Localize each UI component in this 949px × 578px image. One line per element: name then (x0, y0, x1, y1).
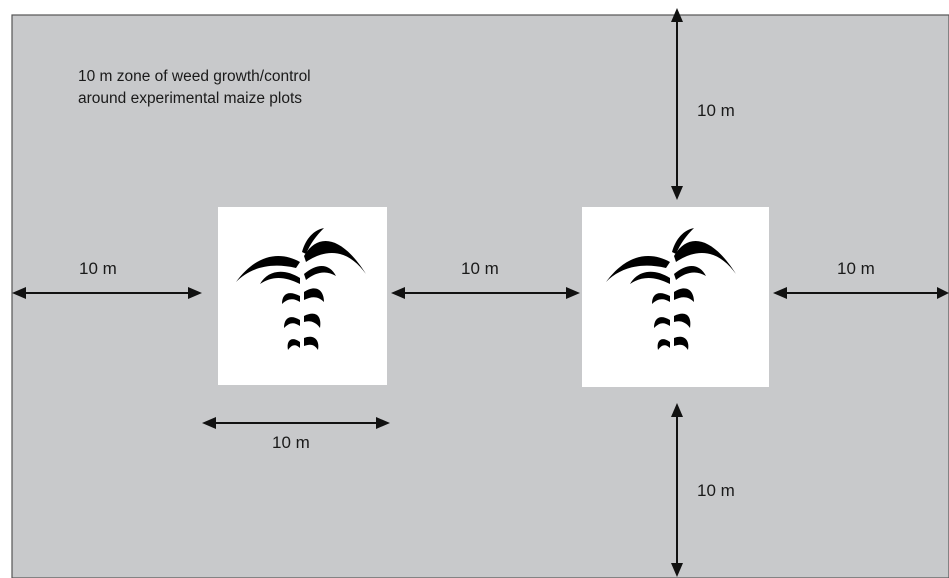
bottom-gap-label: 10 m (697, 481, 735, 500)
maize-plot-left (218, 207, 387, 385)
left-gap-label: 10 m (79, 259, 117, 278)
zone-caption-line2: around experimental maize plots (78, 90, 302, 107)
plot-width-label: 10 m (272, 433, 310, 452)
zone-caption-line1: 10 m zone of weed growth/control (78, 68, 311, 85)
maize-plot-right (582, 207, 769, 387)
right-gap-label: 10 m (837, 259, 875, 278)
top-gap-label: 10 m (697, 101, 735, 120)
between-plots-label: 10 m (461, 259, 499, 278)
